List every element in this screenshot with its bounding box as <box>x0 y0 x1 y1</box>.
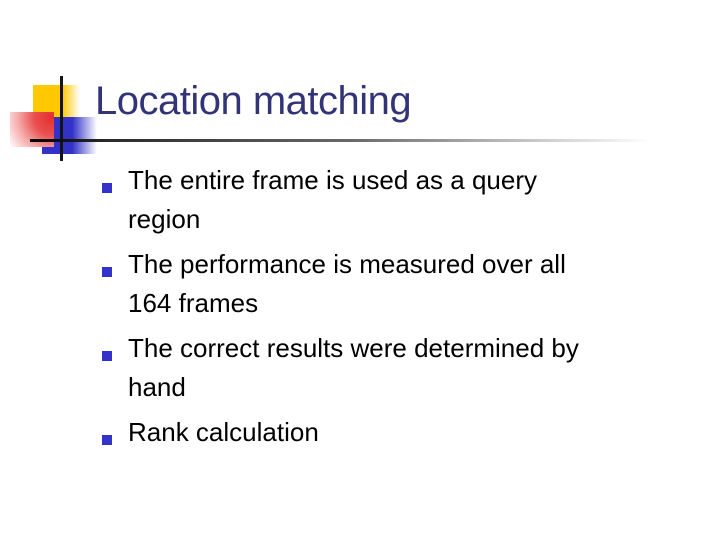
bullet-item: The entire frame is used as a query regi… <box>100 161 710 239</box>
bullet-square-icon <box>102 435 112 445</box>
bullet-text-line: The entire frame is used as a query <box>128 165 537 195</box>
bullet-text-line: Rank calculation <box>128 417 319 447</box>
slide-body: The entire frame is used as a query regi… <box>100 161 710 458</box>
bullet-text-line: region <box>128 204 201 234</box>
bullet-square-icon <box>102 183 112 193</box>
slide-title: Location matching <box>95 79 412 123</box>
decoration-vertical-line <box>60 76 63 161</box>
bullet-square-icon <box>102 267 112 277</box>
title-underline-rule <box>30 139 678 142</box>
bullet-text-line: hand <box>128 372 186 402</box>
bullet-text-line: The correct results were determined by <box>128 333 579 363</box>
bullet-text-line: The performance is measured over all <box>128 249 566 279</box>
bullet-item: The correct results were determined by h… <box>100 329 710 407</box>
bullet-item: Rank calculation <box>100 413 710 452</box>
decoration-yellow-square <box>33 85 80 117</box>
bullet-square-icon <box>102 351 112 361</box>
bullet-item: The performance is measured over all 164… <box>100 245 710 323</box>
bullet-text-line: 164 frames <box>128 288 259 318</box>
